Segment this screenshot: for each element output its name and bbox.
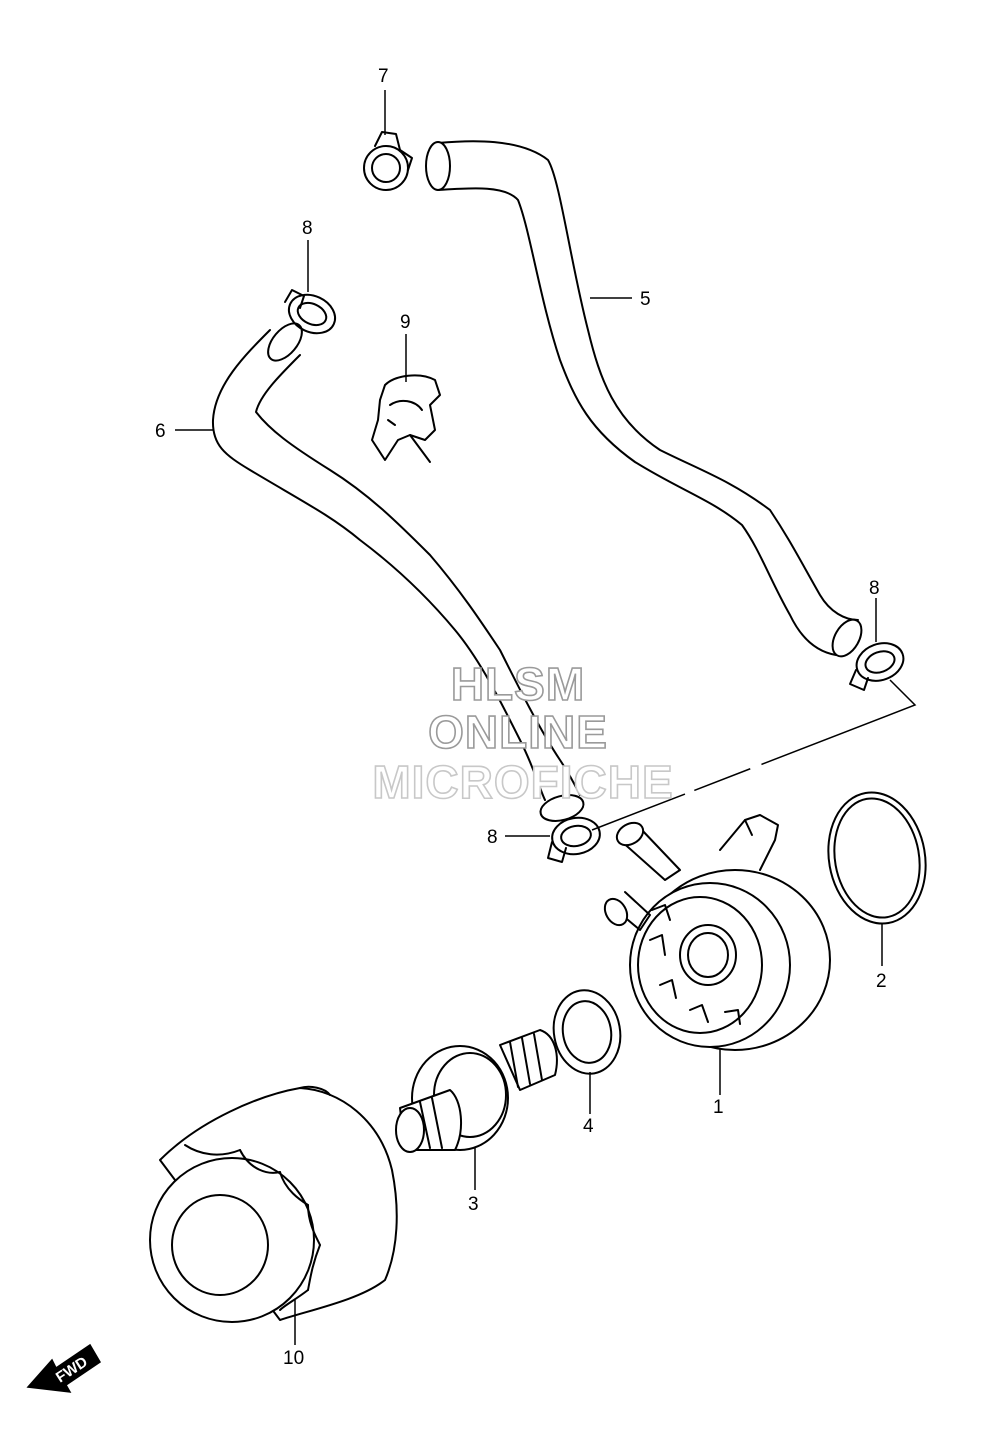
callout-2: 2 [876, 971, 887, 992]
bracket-9[interactable] [371, 374, 441, 463]
routing-line [591, 679, 917, 831]
clamp-7[interactable] [363, 131, 413, 191]
callout-8-right: 8 [869, 578, 880, 599]
clamp-8-right[interactable] [849, 637, 909, 691]
callout-8-upper: 8 [302, 218, 313, 239]
callout-6: 6 [155, 421, 166, 442]
hose-5[interactable] [425, 140, 867, 661]
callout-8-lower: 8 [487, 827, 498, 848]
watermark-line-2: ONLINE [428, 706, 608, 758]
callout-labels: 7 8 9 6 5 8 8 2 1 4 3 10 [155, 66, 887, 1369]
fwd-arrow-icon: FWD [26, 1343, 102, 1393]
oil-cooler-1[interactable] [600, 814, 831, 1051]
callout-10: 10 [283, 1348, 304, 1369]
watermark-line-1: HLSM [451, 658, 585, 710]
oil-filter-10[interactable] [149, 1085, 398, 1323]
callout-4: 4 [583, 1116, 594, 1137]
o-ring-2[interactable] [818, 785, 935, 932]
watermark-line-3: MICROFICHE [372, 756, 673, 808]
callout-5: 5 [640, 289, 651, 310]
clamp-8-lower[interactable] [547, 814, 603, 863]
watermark: HLSM ONLINE MICROFICHE [372, 657, 674, 809]
clamp-8-upper[interactable] [283, 288, 342, 341]
gasket-4[interactable] [547, 985, 627, 1079]
union-bolt-3[interactable] [395, 1029, 558, 1153]
callout-9: 9 [400, 312, 411, 333]
callout-7: 7 [378, 66, 389, 87]
callout-3: 3 [468, 1194, 479, 1215]
leader-lines [175, 90, 883, 1345]
callout-1: 1 [713, 1097, 724, 1118]
